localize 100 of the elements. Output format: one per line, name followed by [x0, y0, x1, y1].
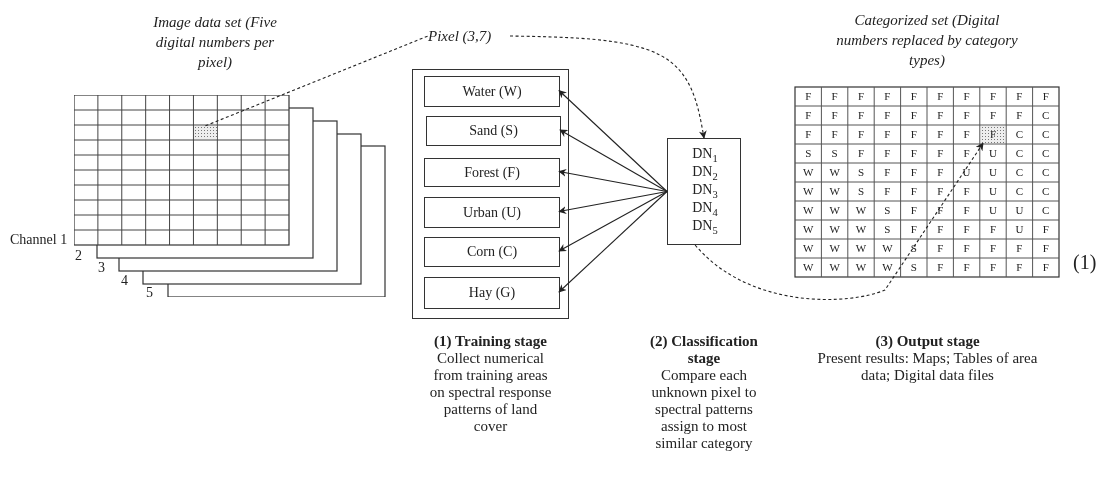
arrow	[558, 190, 668, 293]
category-code: U	[988, 184, 998, 199]
category-code: W	[828, 165, 841, 180]
category-code: C	[1014, 165, 1025, 180]
category-code: F	[1041, 222, 1050, 237]
category-code: S	[883, 203, 892, 218]
category-code: W	[854, 260, 868, 275]
category-code: F	[909, 127, 918, 142]
category-code: W	[854, 222, 868, 237]
training-panel	[412, 69, 569, 319]
category-code: C	[1041, 184, 1051, 199]
category-code: F	[883, 184, 892, 199]
category-code: F	[856, 108, 866, 123]
category-code: C	[1014, 146, 1025, 161]
category-code: F	[804, 89, 813, 104]
arrow	[558, 168, 668, 193]
category-code: F	[830, 89, 839, 104]
category-code: F	[909, 203, 918, 218]
dashed-arrow	[694, 142, 984, 300]
category-code: F	[936, 184, 945, 199]
arrow	[558, 190, 668, 252]
channel-label: 3	[98, 260, 105, 276]
category-code: W	[802, 222, 815, 237]
category-code: C	[1041, 165, 1051, 180]
category-code: F	[936, 127, 945, 142]
category-code: F	[988, 222, 998, 237]
category-code: F	[936, 203, 945, 218]
category-code: F	[988, 127, 998, 142]
pixel-label: Pixel (3,7)	[428, 26, 510, 46]
category-code: F	[909, 108, 918, 123]
category-code: W	[881, 241, 894, 256]
category-code: F	[1041, 241, 1050, 256]
category-code: F	[962, 203, 971, 218]
category-code: S	[856, 184, 866, 199]
category-code: C	[1041, 108, 1051, 123]
category-code: F	[909, 165, 918, 180]
category-code: F	[936, 260, 945, 275]
category-code: C	[1041, 127, 1051, 142]
category-code: U	[988, 203, 998, 218]
stage-title: (1) Training stage	[433, 333, 548, 350]
category-box: Urban (U)	[424, 197, 560, 228]
category-code: F	[909, 89, 918, 104]
category-code: F	[804, 127, 813, 142]
category-code: F	[856, 127, 866, 142]
category-code: F	[962, 89, 971, 104]
category-code: W	[828, 184, 841, 199]
category-code: U	[961, 165, 972, 180]
category-box: Hay (G)	[424, 277, 560, 309]
category-code: C	[1014, 127, 1025, 142]
category-code: F	[883, 146, 892, 161]
category-code: W	[802, 184, 815, 199]
category-code: W	[802, 203, 815, 218]
category-code: W	[802, 241, 815, 256]
category-code: F	[856, 146, 866, 161]
category-code: F	[936, 89, 945, 104]
category-code: F	[936, 146, 945, 161]
channel-label: 2	[75, 248, 82, 264]
category-code: F	[1015, 260, 1024, 275]
category-code: F	[962, 222, 971, 237]
category-code: W	[802, 260, 815, 275]
category-code: F	[883, 89, 892, 104]
category-code: F	[909, 184, 918, 199]
category-code: F	[883, 108, 892, 123]
category-code: S	[830, 146, 839, 161]
category-box: Sand (S)	[426, 116, 561, 146]
category-code: W	[828, 241, 841, 256]
category-code: S	[804, 146, 813, 161]
arrow	[559, 129, 668, 193]
category-code: S	[856, 165, 866, 180]
arrow	[558, 89, 668, 193]
category-code: F	[883, 127, 892, 142]
category-code: W	[828, 222, 841, 237]
category-code: F	[936, 108, 945, 123]
equation-number: (1)	[1073, 250, 1097, 274]
category-code: W	[828, 203, 841, 218]
category-code: C	[1041, 146, 1051, 161]
category-box: Corn (C)	[424, 237, 560, 267]
category-code: W	[802, 165, 815, 180]
category-code: F	[856, 89, 866, 104]
category-code: F	[962, 108, 971, 123]
category-code: F	[830, 127, 839, 142]
category-code: S	[909, 260, 918, 275]
category-code: S	[883, 222, 892, 237]
category-code: C	[1014, 184, 1025, 199]
digital-number-box	[667, 138, 741, 245]
category-code: W	[881, 260, 894, 275]
category-code: F	[804, 108, 813, 123]
stage-title: (3) Output stage	[874, 333, 981, 350]
category-code: F	[883, 165, 892, 180]
category-code: U	[1014, 203, 1025, 218]
dashed-arrow	[509, 35, 707, 139]
stage-title: (2) Classification stage	[649, 333, 759, 367]
category-code: W	[854, 203, 868, 218]
category-code: F	[1041, 260, 1050, 275]
dataset-heading: Image data set (Five digital numbers per pixel)	[152, 13, 278, 72]
category-box: Water (W)	[424, 76, 560, 107]
digital-number-list: DN$_{1}$ DN$_{2}$ DN$_{3}$ DN$_{4}$ DN$_{5}$	[688, 145, 722, 235]
channel-label: 4	[121, 273, 128, 289]
category-code: F	[962, 241, 971, 256]
category-code: F	[909, 222, 918, 237]
